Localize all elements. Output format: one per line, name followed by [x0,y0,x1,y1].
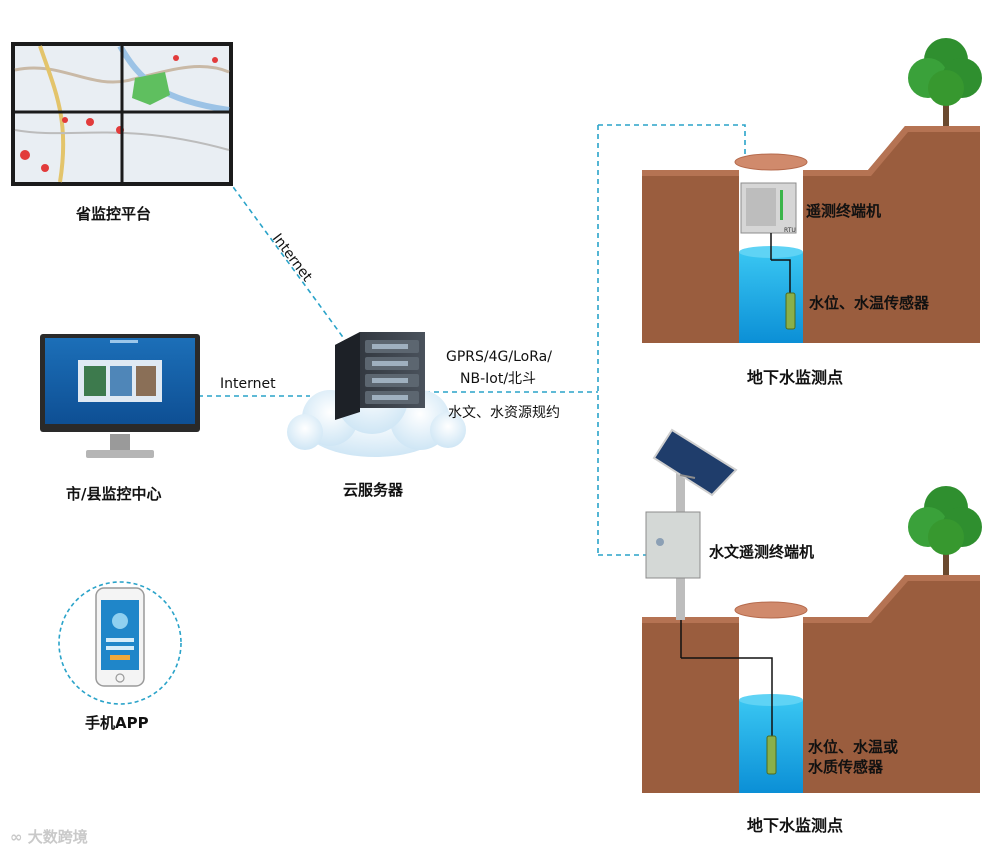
protocol-line2: NB-Iot/北斗 [460,371,537,387]
rtu2-label: 水文遥测终端机 [709,543,815,561]
internet-left-label: Internet [220,376,276,392]
rtu-tag: RTU [784,227,796,234]
city-center-label: 市/县监控中心 [66,485,162,503]
video-wall [11,42,233,186]
site2-label: 地下水监测点 [747,816,844,835]
monitor [40,334,200,458]
connection-lines [198,124,746,556]
province-platform-label: 省监控平台 [76,205,152,223]
watermark-icon: ∞ [10,828,28,846]
protocol-line1: GPRS/4G/LoRa/ [446,349,552,365]
watermark: ∞ 大数跨境 [10,826,88,847]
cloud-server-graphic [287,332,466,457]
site1-graphic [642,38,982,343]
link-trunk-rtu1 [598,124,746,160]
internet-top-label: Internet [269,231,316,285]
watermark-text: 大数跨境 [27,828,88,846]
protocol-line3: 水文、水资源规约 [448,405,560,421]
cloud-server-label: 云服务器 [343,481,404,499]
sensor2-label-line2: 水质传感器 [808,758,884,776]
sensor1-label: 水位、水温传感器 [809,294,930,312]
rtu1-label: 遥测终端机 [806,202,882,220]
site1-label: 地下水监测点 [747,368,844,387]
app-label: 手机APP [85,714,149,732]
phone-app-graphic [58,581,182,705]
link-province-cloud [227,179,346,341]
site2-graphic [642,428,982,793]
sensor2-label-line1: 水位、水温或 [808,738,899,756]
